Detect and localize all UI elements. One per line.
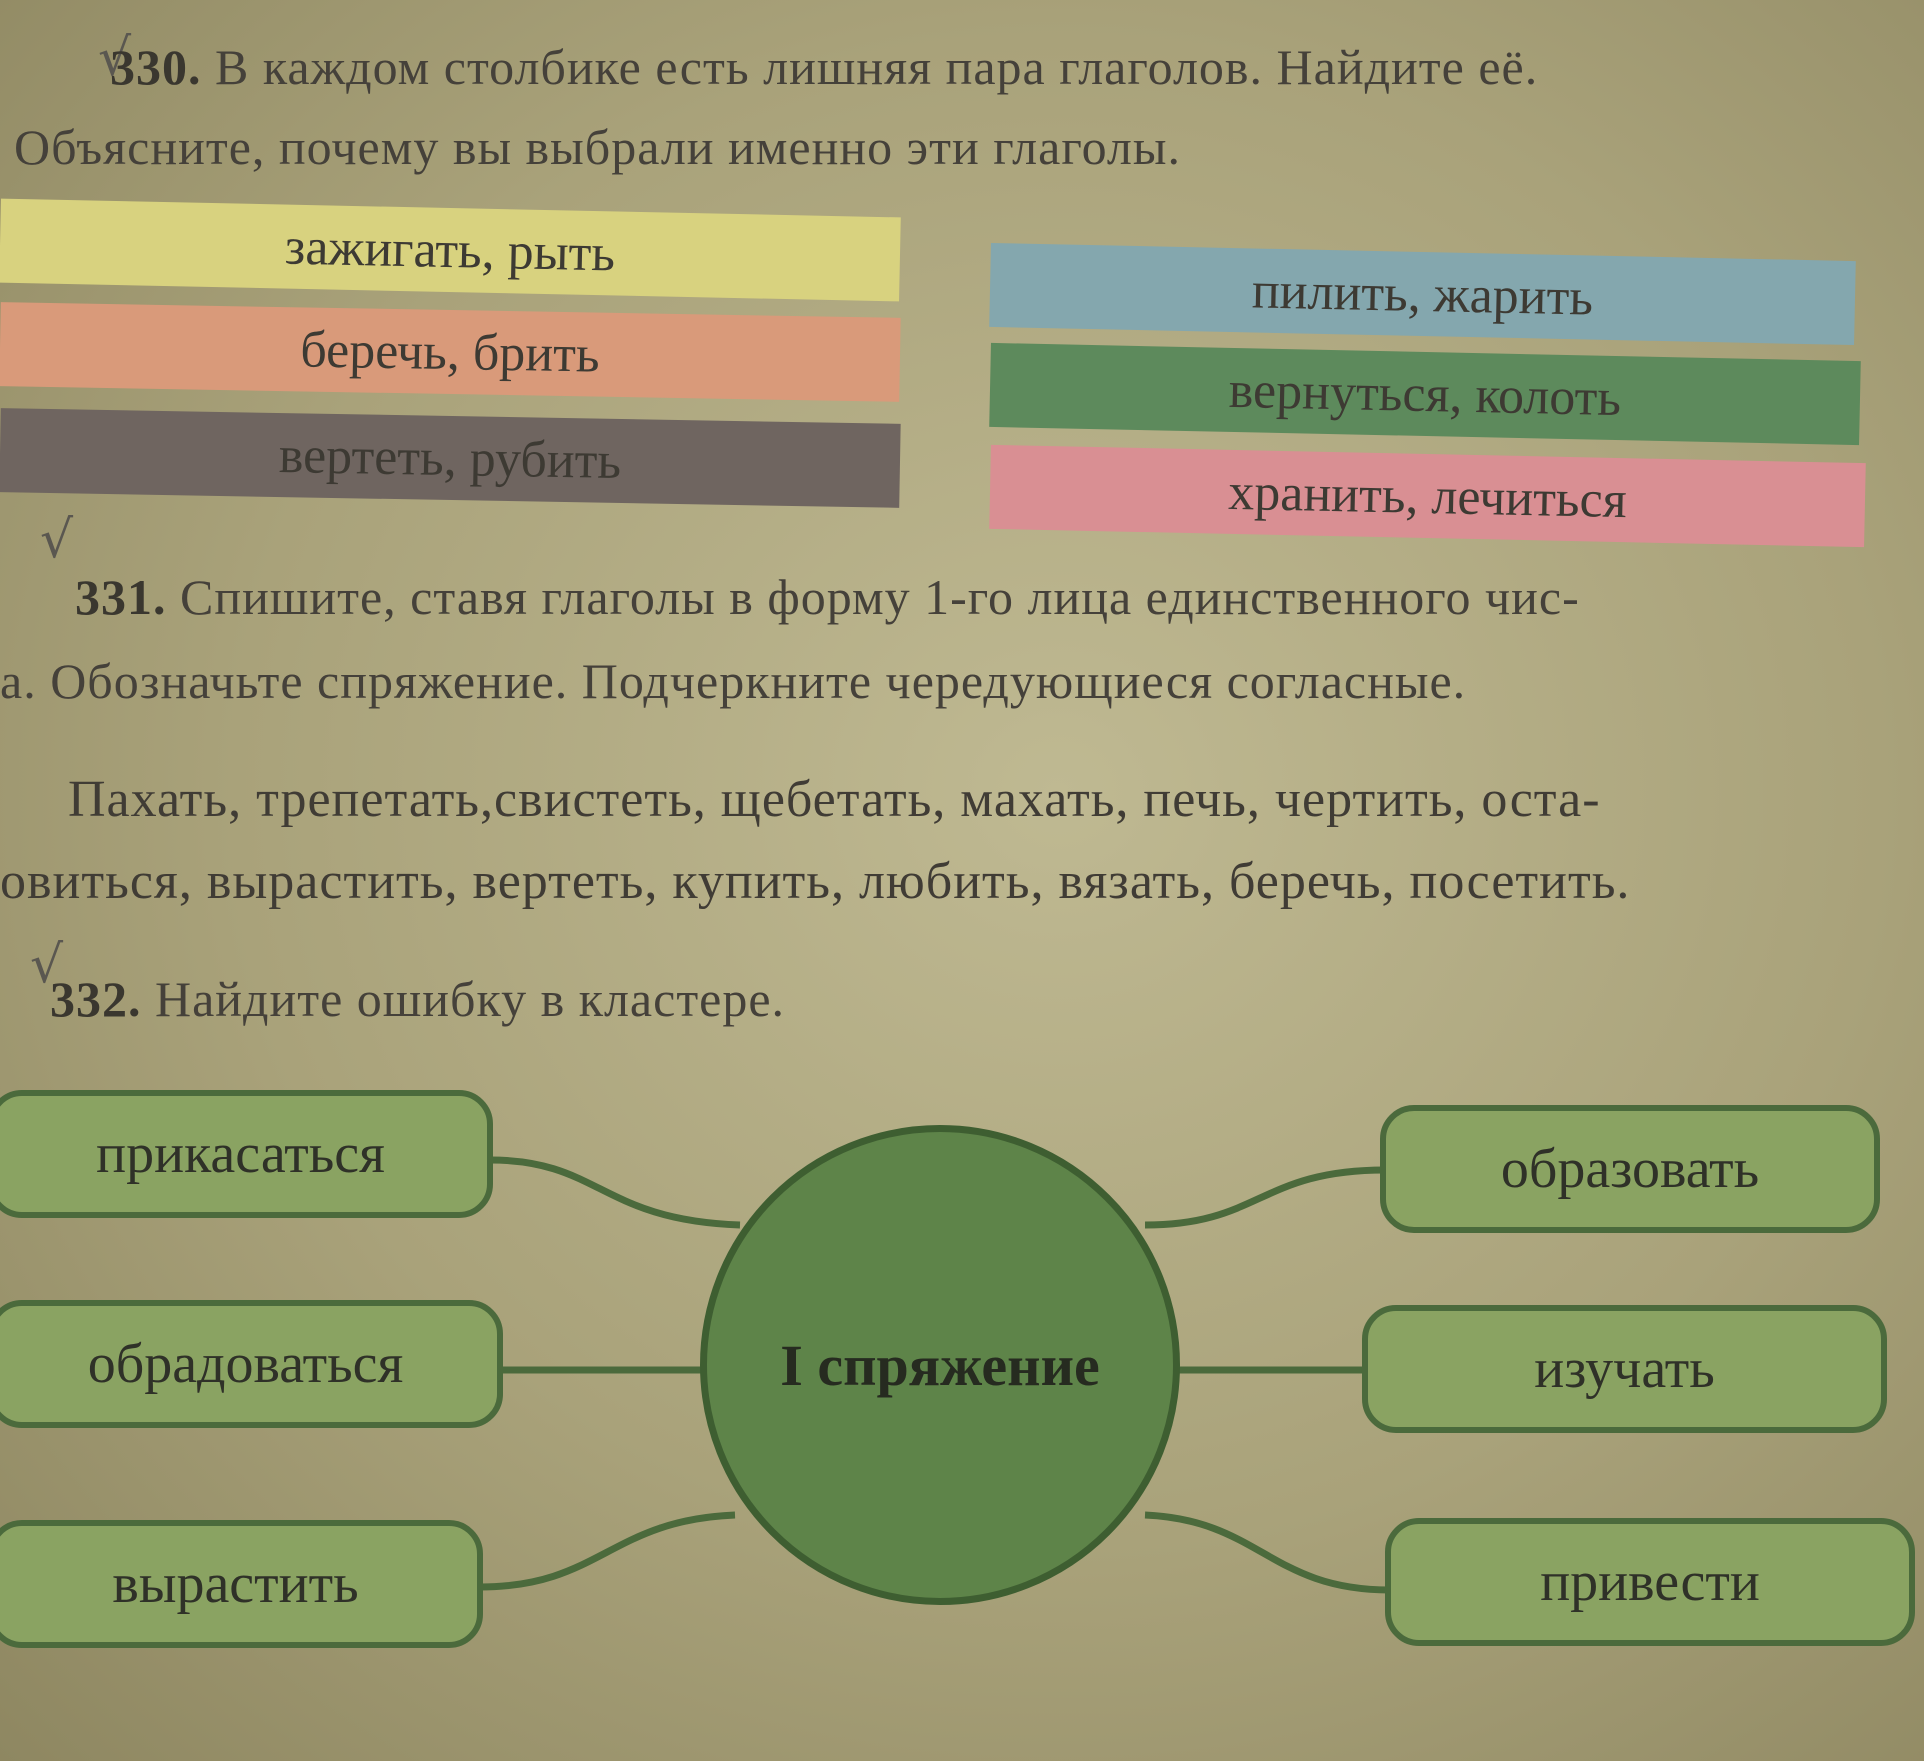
- task-332-title: Найдите ошибку в кластере.: [155, 971, 786, 1027]
- cluster-center: I спряжение: [700, 1125, 1180, 1605]
- cluster-node-left-1: прикасаться: [0, 1090, 493, 1218]
- verbs-list-line-2: овиться, вырастить, вертеть, купить, люб…: [0, 853, 1631, 910]
- task-330-line-2: Объясните, почему вы выбрали именно эти …: [14, 119, 1181, 175]
- task-330-line-1: 330. В каждом столбике есть лишняя пара …: [110, 38, 1538, 96]
- check-mark-330: √: [98, 28, 132, 88]
- verbs-list-line-1: Пахать, трепетать,свистеть, щебетать, ма…: [68, 771, 1601, 828]
- cluster-node-left-3: вырастить: [0, 1520, 483, 1648]
- cluster-node-right-2: изучать: [1362, 1305, 1887, 1433]
- check-mark-332: √: [30, 935, 64, 995]
- task-332-line: 332. Найдите ошибку в кластере.: [50, 970, 785, 1028]
- cluster-node-right-3: привести: [1385, 1518, 1915, 1646]
- task-330-number: 330.: [110, 39, 202, 95]
- cluster-node-left-2: обрадоваться: [0, 1300, 503, 1428]
- task-331-line-2: а. Обозначьте спряжение. Подчеркните чер…: [0, 653, 1467, 709]
- cluster-node-right-1: образовать: [1380, 1105, 1880, 1233]
- connector-line: [479, 1511, 736, 1591]
- check-mark-331: √: [40, 510, 74, 570]
- connector-line: [1144, 1166, 1386, 1229]
- task-331-line-1: 331. Спишите, ставя глаголы в форму 1-го…: [75, 568, 1580, 626]
- connector-line: [1144, 1511, 1391, 1594]
- task-331-text-1: Спишите, ставя глаголы в форму 1-го лица…: [180, 569, 1580, 625]
- connector-line: [489, 1156, 741, 1229]
- task-330-text-1: В каждом столбике есть лишняя пара глаго…: [215, 39, 1539, 95]
- task-331-number: 331.: [75, 569, 167, 625]
- task-332-number: 332.: [50, 971, 142, 1027]
